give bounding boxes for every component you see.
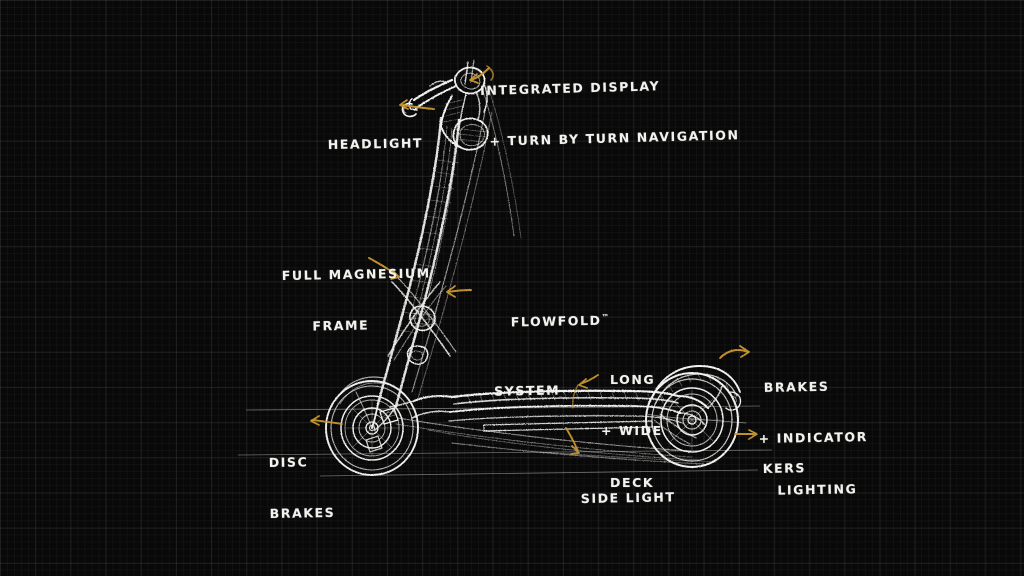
annotation-line: FULL MAGNESIUM: [281, 264, 431, 283]
arrow-kers: [734, 429, 758, 440]
annotation-line: INTEGRATED DISPLAY: [479, 77, 661, 98]
annotation-line: + WIDE: [601, 423, 663, 439]
annotation-line: SIDE LIGHT: [580, 488, 676, 506]
flowfold-word: FLOWFOLD™: [510, 312, 610, 330]
annotation-integrated-display: INTEGRATED DISPLAY + TURN BY TURN NAVIGA…: [479, 40, 741, 185]
annotation-line: DISC: [268, 453, 309, 470]
annotation-line: BRAKES: [269, 505, 336, 522]
annotation-line: HEADLIGHT: [327, 134, 424, 152]
annotation-line: LONG: [610, 371, 656, 387]
annotation-flowfold-system: FLOWFOLD™ SYSTEM: [474, 260, 611, 435]
annotation-disc-brakes: DISC BRAKES: [268, 418, 336, 557]
annotation-line: BRAKES: [763, 378, 830, 395]
arrow-flowfold: [446, 285, 472, 298]
annotation-line: KERS: [762, 459, 807, 476]
annotation-side-light: SIDE LIGHT: [580, 453, 676, 541]
annotation-line: FRAME: [282, 317, 370, 335]
annotation-long-wide-deck: LONG + WIDE DECK: [601, 336, 663, 526]
annotation-line: FLOWFOLD™: [475, 294, 610, 348]
annotation-headlight: HEADLIGHT: [327, 99, 424, 187]
annotation-full-magnesium-frame: FULL MAGNESIUM FRAME: [281, 229, 432, 370]
front-wheel: [325, 376, 419, 476]
annotation-line: SYSTEM: [476, 382, 561, 399]
annotation-line: + TURN BY TURN NAVIGATION: [489, 127, 740, 150]
annotation-line: DECK: [610, 475, 655, 490]
arrow-brakes-indicator: [719, 345, 750, 359]
annotation-kers: KERS: [762, 424, 807, 511]
